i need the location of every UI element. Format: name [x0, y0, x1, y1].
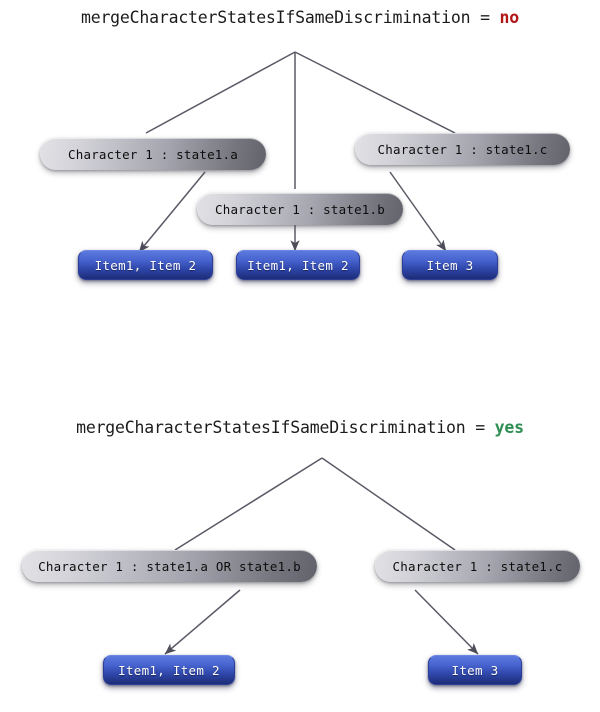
node-label: Item 3 — [426, 257, 474, 273]
edge-root-to-state-c — [294, 51, 456, 134]
node-label: Character 1 : state1.c — [377, 142, 548, 157]
diagram-merge-no: mergeCharacterStatesIfSameDiscrimination… — [0, 8, 600, 280]
title-value-yes: yes — [494, 418, 524, 437]
node-character-state1a-or-state1b[interactable]: Character 1 : state1.a OR state1.b — [22, 550, 317, 582]
node-label: Item1, Item 2 — [94, 257, 197, 273]
node-label: Character 1 : state1.b — [215, 202, 385, 217]
node-label: Character 1 : state1.a — [68, 147, 238, 162]
node-character-state1c[interactable]: Character 1 : state1.c — [375, 550, 580, 582]
diagram-title-yes: mergeCharacterStatesIfSameDiscrimination… — [0, 418, 600, 437]
edge-root-to-state-a — [145, 51, 296, 134]
node-label: Item1, Item 2 — [118, 662, 220, 678]
edge-state-c-to-item-3 — [414, 589, 479, 655]
node-character-state1c[interactable]: Character 1 : state1.c — [355, 133, 570, 165]
edge-root-to-state-c — [321, 457, 456, 551]
diagram-no-edges — [138, 51, 456, 253]
node-label: Character 1 : state1.a OR state1.b — [38, 559, 301, 574]
node-item-1[interactable]: Item1, Item 2 — [103, 655, 235, 685]
node-item-2[interactable]: Item1, Item 2 — [236, 250, 360, 280]
edge-state-a-to-item-1 — [138, 171, 206, 253]
title-value-no: no — [499, 8, 520, 27]
node-label: Item 3 — [451, 662, 499, 678]
node-character-state1a[interactable]: Character 1 : state1.a — [40, 138, 266, 170]
node-label: Character 1 : state1.c — [392, 559, 563, 574]
title-equals: = — [480, 8, 490, 27]
node-item-1[interactable]: Item1, Item 2 — [78, 250, 213, 280]
edge-state-c-to-item-3 — [389, 171, 447, 252]
node-item-3[interactable]: Item 3 — [428, 655, 522, 685]
diagram-title-no: mergeCharacterStatesIfSameDiscrimination… — [0, 8, 600, 27]
node-label: Item1, Item 2 — [247, 257, 349, 273]
node-character-state1b[interactable]: Character 1 : state1.b — [197, 193, 403, 225]
edge-state-ab-to-item-1 — [164, 589, 241, 655]
title-equals: = — [475, 418, 485, 437]
diagram-yes-edges — [164, 457, 479, 655]
edge-root-to-state-ab — [174, 457, 323, 551]
title-setting-name: mergeCharacterStatesIfSameDiscrimination — [80, 8, 471, 27]
node-item-3[interactable]: Item 3 — [402, 250, 498, 280]
title-setting-name: mergeCharacterStatesIfSameDiscrimination — [76, 418, 466, 437]
diagram-merge-yes: mergeCharacterStatesIfSameDiscrimination… — [0, 400, 600, 712]
